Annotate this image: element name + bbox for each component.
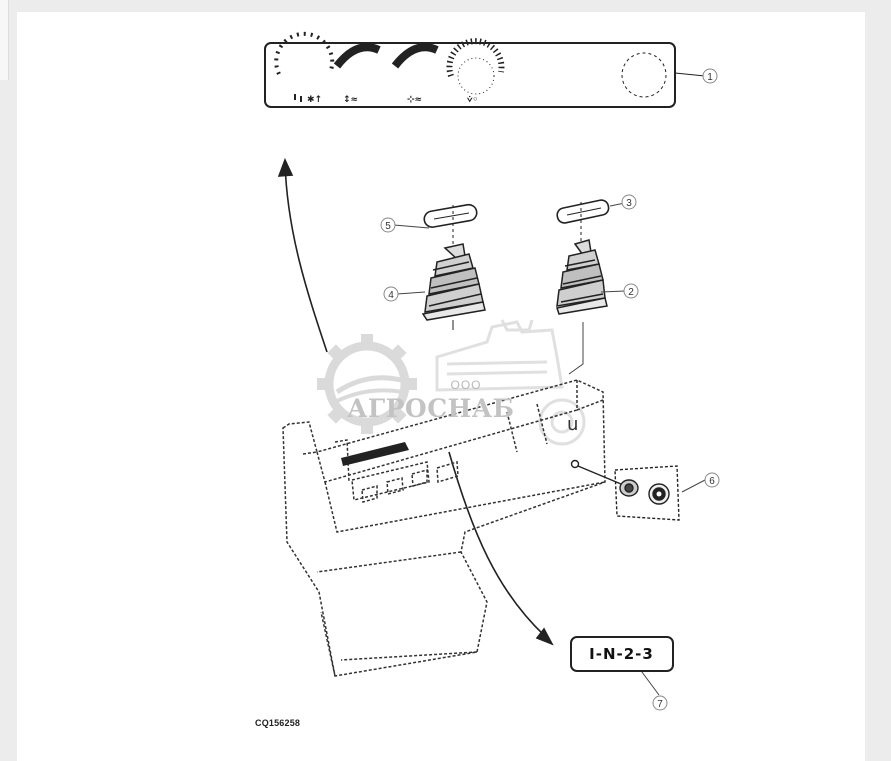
left-edge-strip: [0, 0, 9, 80]
callout-5: 5: [380, 217, 396, 233]
diagram-panel: ✱↑ ↕≈ ⊹≈ ⩒◦: [17, 12, 865, 761]
svg-text:4: 4: [388, 290, 394, 301]
svg-text:2: 2: [628, 287, 634, 298]
svg-text:3: 3: [626, 198, 632, 209]
watermark-harvester-icon: [435, 319, 586, 446]
right-lever-plate: [556, 199, 610, 244]
gear-pattern-label: I-N-2-3: [589, 645, 654, 663]
tachometer-dial-icon: ✱↑: [274, 31, 335, 105]
callout-2: 2: [623, 283, 639, 299]
switch-plug: [570, 459, 680, 521]
figure-code: CQ156258: [255, 718, 301, 728]
instrument-panel-decal: ✱↑ ↕≈ ⊹≈ ⩒◦: [264, 31, 706, 108]
callout-3: 3: [621, 194, 637, 210]
svg-text:⊹≈: ⊹≈: [407, 95, 422, 105]
console-slot: [341, 442, 409, 466]
assembly-arrows: [277, 157, 554, 646]
watermark-brand: АГРОСНАБ: [347, 394, 515, 423]
right-lever-boot: [556, 239, 608, 315]
arrow-down-icon: [535, 627, 554, 646]
callout-1: 1: [702, 68, 718, 84]
left-lever-plate: [423, 203, 478, 250]
callout-4: 4: [383, 286, 399, 302]
callout-leaders: [393, 202, 706, 696]
cab-console-housing: [282, 379, 606, 677]
svg-text:7: 7: [657, 699, 663, 710]
fuel-gauge-icon: ⊹≈: [391, 43, 439, 105]
empty-gauge-outline: [621, 52, 667, 98]
left-lever-boot: [421, 243, 486, 330]
callout-7: 7: [652, 695, 668, 711]
arrow-up-icon: [277, 157, 294, 177]
stray-mark: u: [567, 414, 578, 435]
gear-pattern-decal-outline: [570, 636, 674, 672]
callout-markers: 1 2 3 4 5 6 7: [380, 68, 720, 711]
svg-text:↕≈: ↕≈: [343, 95, 358, 105]
svg-text:6: 6: [709, 476, 715, 487]
watermark-gear-icon: [317, 334, 417, 434]
watermark-prefix: ООО: [450, 378, 482, 392]
exploded-parts-diagram: ✱↑ ↕≈ ⊹≈ ⩒◦: [264, 31, 720, 711]
callout-6: 6: [704, 472, 720, 488]
svg-text:5: 5: [385, 221, 391, 232]
svg-text:1: 1: [707, 72, 713, 83]
watermark-logo: [317, 319, 586, 446]
temperature-gauge-icon: ↕≈: [333, 43, 381, 105]
speed-dial-icon: ⩒◦: [446, 38, 505, 105]
svg-text:⩒◦: ⩒◦: [466, 95, 478, 105]
svg-text:✱↑: ✱↑: [307, 95, 322, 105]
